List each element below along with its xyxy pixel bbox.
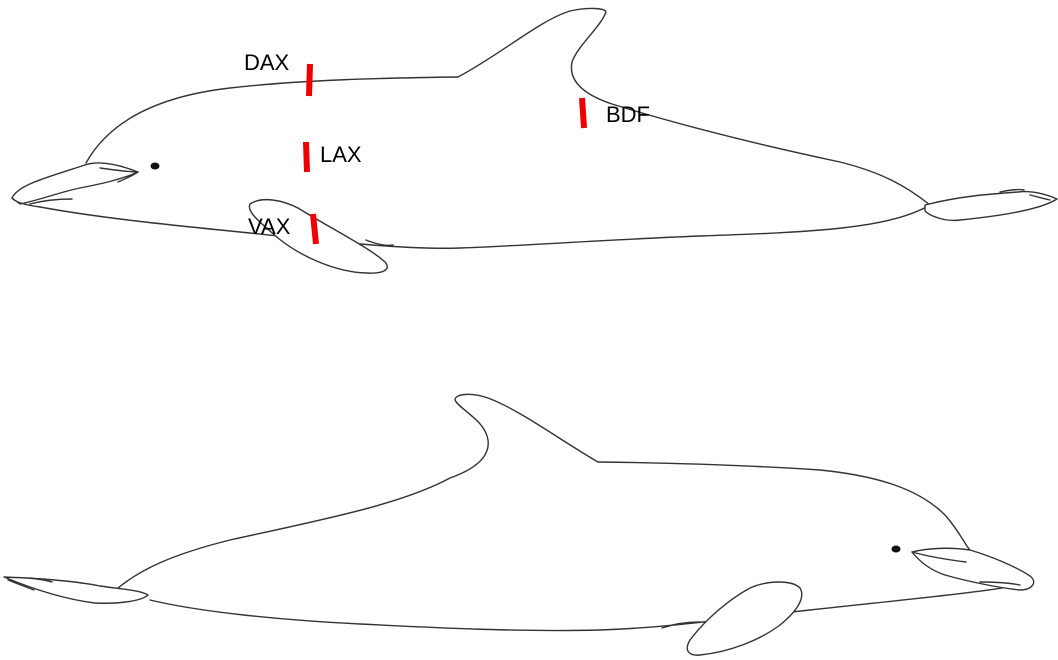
top-dolphin: DAX LAX VAX BDF bbox=[11, 7, 1058, 274]
bdf-label: BDF bbox=[606, 102, 650, 127]
vax-marker bbox=[310, 213, 319, 245]
top-dorsal-fin bbox=[457, 7, 613, 105]
bottom-tail-fluke bbox=[3, 576, 149, 604]
top-beak bbox=[11, 162, 139, 205]
dax-marker bbox=[306, 63, 313, 97]
bottom-eye-icon bbox=[891, 545, 901, 553]
vax-label: VAX bbox=[248, 214, 291, 239]
top-body-outline bbox=[11, 76, 931, 249]
bottom-dorsal-fin bbox=[449, 393, 599, 479]
bottom-body-outline bbox=[117, 461, 1031, 632]
lax-marker bbox=[303, 141, 310, 173]
bottom-ventral-slit bbox=[661, 621, 701, 629]
bottom-lower-jaw bbox=[979, 581, 1021, 586]
bottom-dolphin bbox=[3, 393, 1035, 656]
bottom-pectoral-fin bbox=[686, 581, 803, 656]
top-ventral-slit bbox=[365, 239, 394, 246]
dax-label: DAX bbox=[244, 50, 290, 75]
bottom-mouth-line bbox=[911, 551, 967, 563]
bottom-fluke-notch bbox=[7, 577, 53, 591]
top-pectoral-fin bbox=[248, 198, 388, 274]
bdf-marker bbox=[579, 97, 587, 129]
top-mouth-line bbox=[99, 167, 139, 183]
lax-label: LAX bbox=[320, 142, 362, 167]
top-lower-jaw bbox=[29, 198, 73, 205]
top-eye-icon bbox=[150, 162, 160, 170]
top-tail-fluke bbox=[924, 190, 1058, 222]
top-fluke-notch bbox=[999, 188, 1051, 201]
